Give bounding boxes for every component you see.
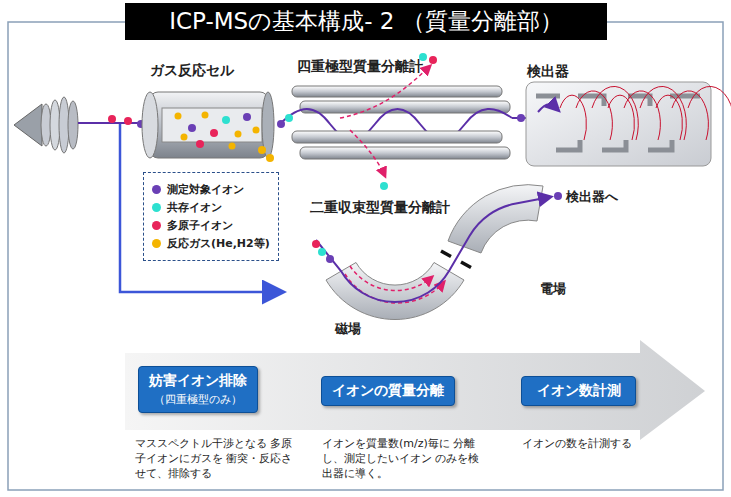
circle-shape [124, 117, 132, 125]
rect-shape [300, 147, 510, 159]
circle-shape [108, 115, 116, 123]
box-heading: 妨害イオン排除 [149, 372, 247, 390]
circle-shape [229, 143, 236, 150]
legend-item: 測定対象イオン [152, 182, 270, 197]
circle-shape [312, 240, 320, 248]
legend-swatch [152, 185, 161, 194]
circle-shape [235, 131, 242, 138]
legend-text: 共存イオン [167, 200, 222, 215]
path-shape [350, 266, 432, 291]
process-box: イオン数計測イオンの数を計測する [521, 376, 636, 406]
circle-shape [175, 113, 182, 120]
ellipse-shape [142, 92, 158, 158]
line-shape [441, 251, 451, 257]
part-label: 四重極型質量分離計 [297, 58, 423, 76]
gas-cell [142, 92, 274, 162]
path-shape [608, 95, 634, 140]
path-shape [560, 95, 586, 140]
box-subtext: （四重極型のみ） [149, 392, 247, 407]
circle-shape [429, 56, 437, 64]
path-shape [624, 91, 660, 140]
path-shape [688, 86, 731, 140]
path-shape [448, 185, 543, 253]
circle-shape [210, 129, 218, 137]
circle-shape [285, 114, 293, 122]
flow-arrow [125, 340, 705, 440]
part-label: 検出器 [527, 63, 569, 81]
part-label: 検出器へ [566, 188, 618, 206]
circle-shape [202, 112, 209, 119]
detector [526, 82, 731, 166]
description-text: マススペクトル干渉となる 多原子イオンにガスを 衝突・反応させて、排除する [135, 437, 300, 482]
part-label: 電場 [540, 280, 566, 298]
path-shape [576, 91, 612, 140]
path-shape [536, 96, 700, 150]
circle-shape [380, 182, 388, 190]
g-shape [560, 86, 731, 140]
legend-item: 共存イオン [152, 200, 270, 215]
rect-shape [150, 92, 268, 158]
legend-item: 反応ガス(He,H2等) [152, 236, 270, 251]
path-shape [592, 86, 638, 140]
ion-source [14, 97, 78, 153]
path-shape [538, 104, 558, 112]
circle-shape [554, 192, 562, 200]
legend-text: 多原子イオン [167, 218, 233, 233]
path-shape [345, 274, 444, 303]
rect-shape [526, 82, 711, 166]
path-shape [350, 130, 385, 176]
circle-shape [243, 113, 251, 121]
circle-shape [318, 248, 326, 256]
path-shape [640, 86, 686, 140]
circle-shape [222, 116, 230, 124]
rect-shape [292, 131, 502, 143]
legend-item: 多原子イオン [152, 218, 270, 233]
circle-shape [326, 255, 334, 263]
title-bar: ICP-MSの基本構成- 2 （質量分離部） [125, 3, 607, 40]
circle-shape [517, 114, 525, 122]
part-label: 二重収束型質量分離計 [310, 199, 450, 217]
path-shape [326, 263, 464, 320]
path-shape [656, 95, 682, 140]
circle-shape [253, 127, 260, 134]
description-text: イオンの数を計測する [522, 437, 687, 452]
legend-swatch [152, 221, 161, 230]
box-heading: イオンの質量分離 [332, 382, 444, 400]
path-shape [672, 91, 708, 140]
box-heading: イオン数計測 [532, 382, 625, 400]
rect-shape [162, 108, 262, 142]
legend-box: 測定対象イオン共存イオン多原子イオン反応ガス(He,H2等) [143, 172, 279, 261]
rect-shape [292, 86, 502, 97]
description-text: イオンを質量数(m/z)毎に 分離し、測定したいイオン のみを検出器に導く。 [322, 437, 487, 482]
process-box: 妨害イオン排除（四重極型のみ）マススペクトル干渉となる 多原子イオンにガスを 衝… [138, 366, 258, 413]
circle-shape [188, 124, 196, 132]
part-label: ガス反応セル [150, 62, 234, 80]
frame [8, 22, 723, 490]
polygon-shape [14, 104, 42, 146]
process-box: イオンの質量分離イオンを質量数(m/z)毎に 分離し、測定したいイオン のみを検… [321, 376, 455, 406]
circle-shape [277, 120, 285, 128]
circle-shape [266, 154, 274, 162]
part-label: 磁場 [335, 320, 361, 338]
legend-text: 反応ガス(He,H2等) [167, 236, 270, 251]
circle-shape [181, 134, 188, 141]
legend-swatch [152, 203, 161, 212]
circle-shape [258, 146, 266, 154]
ellipse-shape [68, 101, 78, 149]
quadrupole [277, 53, 530, 190]
legend-text: 測定対象イオン [167, 182, 244, 197]
legend-swatch [152, 239, 161, 248]
circle-shape [196, 140, 204, 148]
line-shape [461, 262, 471, 268]
